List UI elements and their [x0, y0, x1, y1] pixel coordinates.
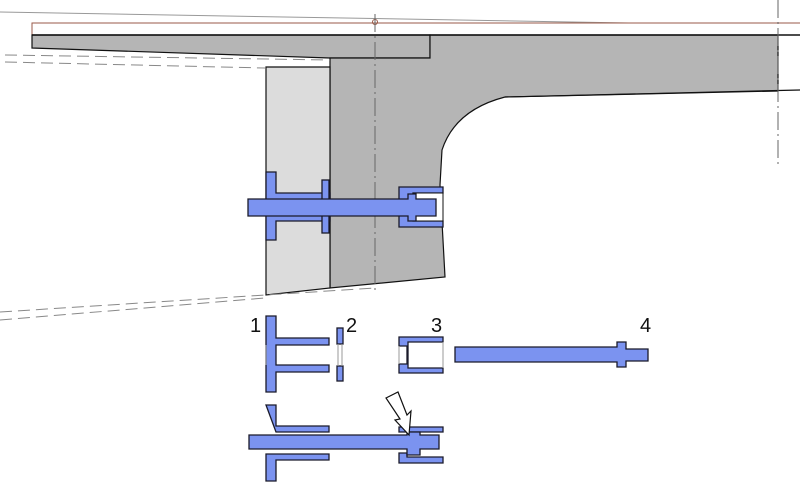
arrow-icon	[385, 391, 412, 437]
part-4-anchor-rod	[454, 341, 649, 368]
installed-assembly	[247, 171, 444, 241]
part-3-coupler	[398, 336, 444, 374]
road-surface-outline	[31, 22, 800, 36]
girder-body	[329, 34, 779, 289]
girder-bottom-edge	[504, 89, 800, 98]
part-1-flange-sleeve	[265, 315, 330, 393]
part-label-3: 3	[431, 315, 442, 337]
assembled-view	[248, 391, 444, 482]
part-2-washer	[336, 327, 344, 345]
exploded-parts	[265, 315, 649, 393]
assembled-coupler-lower	[398, 452, 444, 464]
part-label-2: 2	[346, 315, 357, 337]
assembled-flange-sleeve-lower	[265, 453, 330, 482]
deck-slab	[31, 34, 431, 59]
part-2-washer-lower	[336, 365, 344, 382]
assembled-anchor-rod	[248, 431, 440, 456]
centerlines	[374, 0, 779, 292]
assembled-flange-sleeve	[265, 404, 330, 433]
part-label-1: 1	[250, 315, 261, 337]
part-label-4: 4	[640, 315, 651, 337]
hidden-lines	[0, 54, 376, 321]
anchor-rod	[247, 193, 437, 222]
